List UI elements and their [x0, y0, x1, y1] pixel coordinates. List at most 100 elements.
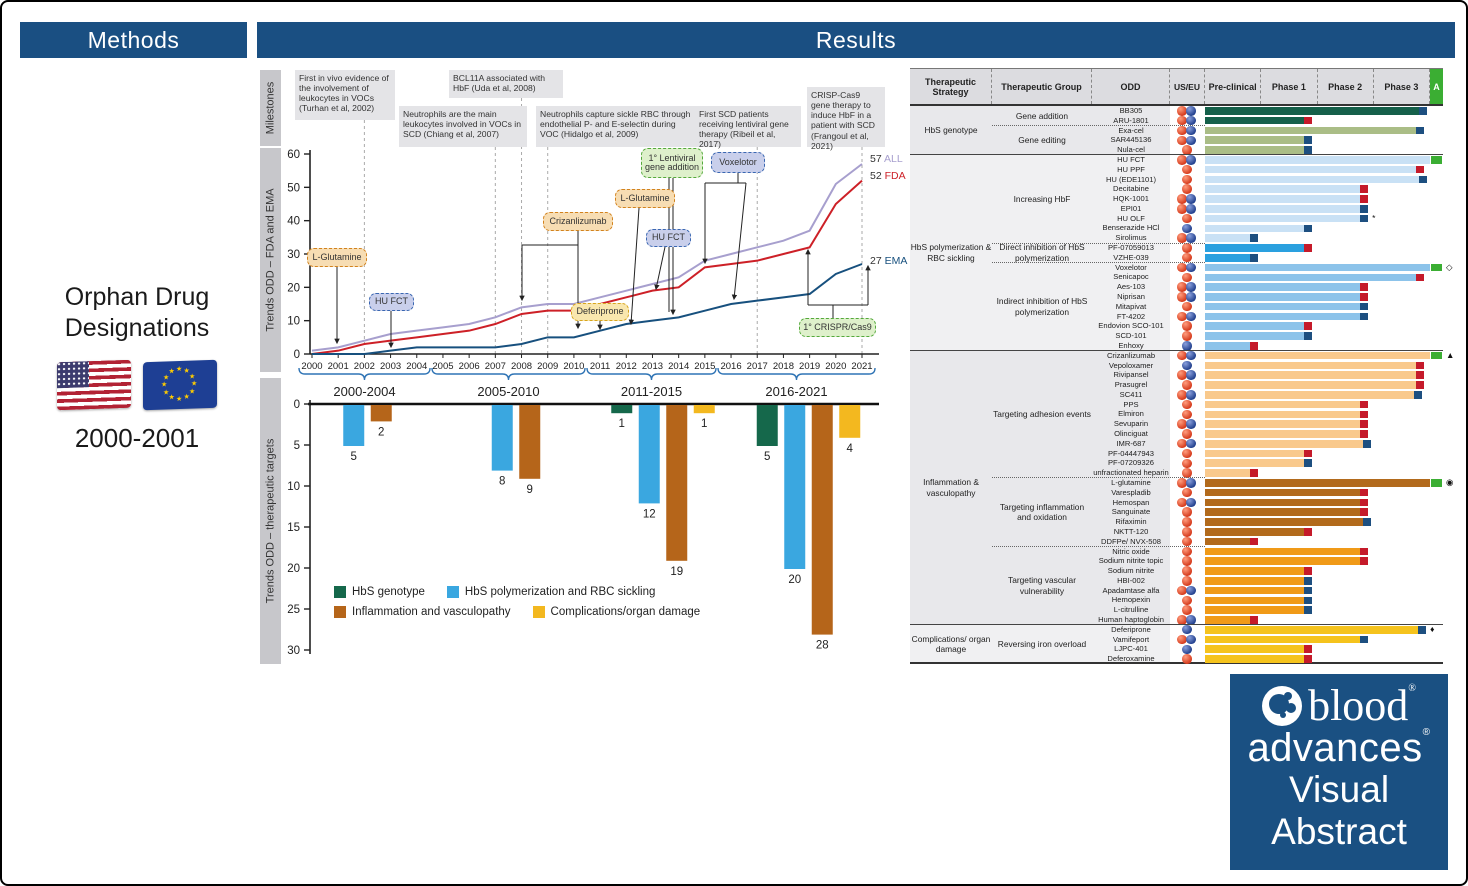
phase-end-marker [1250, 616, 1259, 624]
legend-swatch [334, 586, 346, 598]
odd-name: Deferoxamine [1107, 654, 1155, 664]
phase-end-marker [1303, 596, 1312, 605]
odd-name: Decitabine [1113, 184, 1149, 194]
phase-bar [1205, 224, 1304, 233]
milestone-note: BCL11A associated with HbF (Uda et al, 2… [449, 70, 563, 98]
svg-text:12: 12 [643, 508, 656, 520]
odd-name: Prasugrel [1114, 380, 1148, 390]
phase-end-marker [1250, 537, 1259, 546]
odd-name: Rifaximin [1115, 517, 1147, 527]
phase-bar [1205, 410, 1361, 419]
methods-title: Orphan Drug Designations [64, 283, 210, 343]
phase-end-marker [1360, 214, 1369, 223]
phase-end-marker [1303, 224, 1312, 233]
svg-text:2: 2 [378, 426, 384, 438]
table-row: Voxelotor◇ [910, 262, 1453, 273]
group-label: Reversing iron overload [997, 639, 1087, 650]
us-odd-icon [1177, 634, 1187, 645]
us-odd-icon [1182, 468, 1192, 478]
strategy-label: Inflammation & vasculopathy [923, 477, 979, 498]
svg-text:1: 1 [619, 418, 625, 430]
table-row: HU (EDE1101) [910, 175, 1443, 185]
eu-odd-icon [1186, 634, 1196, 645]
phase-end-marker [1303, 645, 1312, 654]
odd-name: HU FCT [1117, 154, 1145, 164]
phase-end-marker [1360, 498, 1369, 507]
us-odd-icon [1182, 272, 1192, 283]
svg-text:2017: 2017 [747, 361, 768, 372]
phase-end-marker [1303, 576, 1312, 585]
drug-annotation: L-Glutamine [307, 248, 367, 267]
legend-swatch [532, 606, 545, 618]
svg-text:30: 30 [287, 645, 300, 657]
odd-name: Varespladib [1111, 487, 1151, 497]
logo-blood-wordmark: blood® [1308, 681, 1416, 730]
table-row: BB305 [910, 106, 1443, 116]
phase-end-marker [1418, 625, 1427, 634]
drug-annotation: Deferiprone [571, 303, 629, 321]
legend-label: HbS genotype [352, 586, 425, 598]
us-odd-icon [1177, 419, 1187, 429]
drug-annotation: Voxelotor [711, 152, 765, 173]
pipeline-header-cell: Phase 1 [1261, 69, 1318, 104]
table-row: FT-4202 [910, 312, 1443, 322]
footnote-symbol: ▲ [1446, 349, 1455, 360]
odd-name: Exa-cel [1118, 125, 1144, 135]
phase-end-marker [1416, 273, 1425, 282]
phase-end-marker [1303, 567, 1312, 575]
phase-bar [1205, 322, 1304, 331]
strategy-label: HbS genotype [924, 125, 978, 136]
svg-text:2000-2004: 2000-2004 [333, 384, 395, 399]
phase-bar [1205, 283, 1361, 291]
eu-odd-icon [1182, 644, 1192, 655]
phase-bar [1205, 312, 1361, 321]
odd-name: EPI01 [1120, 203, 1142, 213]
eu-odd-icon [1182, 624, 1192, 635]
table-row: Olinciguat [910, 429, 1443, 439]
odd-name: Enhoxy [1118, 340, 1144, 350]
bar-hbs-polymerization-and-rbc-sickling [784, 405, 806, 569]
phase-bar [1205, 459, 1304, 468]
phase-end-marker [1303, 655, 1312, 663]
group-label: Targeting vascular vulnerability [1008, 575, 1076, 596]
eu-odd-icon [1186, 262, 1196, 273]
phase-bar [1205, 420, 1361, 428]
svg-text:2016: 2016 [720, 361, 741, 372]
us-odd-icon [1182, 409, 1192, 420]
us-odd-icon [1177, 106, 1187, 116]
svg-text:30: 30 [287, 249, 300, 261]
odd-name: Deferiprone [1111, 624, 1151, 634]
svg-text:2000: 2000 [301, 361, 322, 372]
svg-text:2005: 2005 [432, 361, 453, 372]
phase-bar [1205, 528, 1304, 536]
table-row: Nula-cel [910, 145, 1443, 155]
us-odd-icon [1182, 507, 1192, 517]
phase-bar [1205, 332, 1304, 340]
phase-end-marker [1303, 244, 1312, 252]
bar-inflammation-and-vasculopathy [519, 405, 541, 479]
phase-bar [1205, 126, 1417, 135]
phase-end-marker [1303, 606, 1312, 614]
phase-bar [1205, 547, 1361, 556]
svg-text:2001: 2001 [328, 361, 349, 372]
eu-odd-icon [1186, 615, 1196, 625]
eu-odd-icon [1186, 419, 1196, 429]
drug-annotation: 1° CRISPR/Cas9 [799, 318, 876, 337]
phase-end-marker [1360, 400, 1369, 409]
odd-name: Hemospan [1112, 497, 1150, 507]
eu-odd-icon [1186, 155, 1196, 165]
us-odd-icon [1182, 145, 1192, 155]
table-row: Rifaximin [910, 517, 1443, 527]
phase-end-marker [1360, 185, 1369, 193]
footnote-symbol: ◇ [1446, 261, 1453, 272]
svg-text:25: 25 [287, 604, 300, 616]
phase-end-marker [1250, 342, 1259, 350]
phase-bar [1205, 400, 1361, 409]
table-row: L-citrulline [910, 605, 1443, 615]
table-row: Hemospan [910, 498, 1443, 508]
eu-odd-icon [1186, 282, 1196, 292]
phase-bar [1205, 430, 1361, 438]
results-header-label: Results [815, 26, 897, 53]
odd-name: HU (EDE1101) [1105, 174, 1157, 184]
phase-bar [1205, 342, 1251, 350]
